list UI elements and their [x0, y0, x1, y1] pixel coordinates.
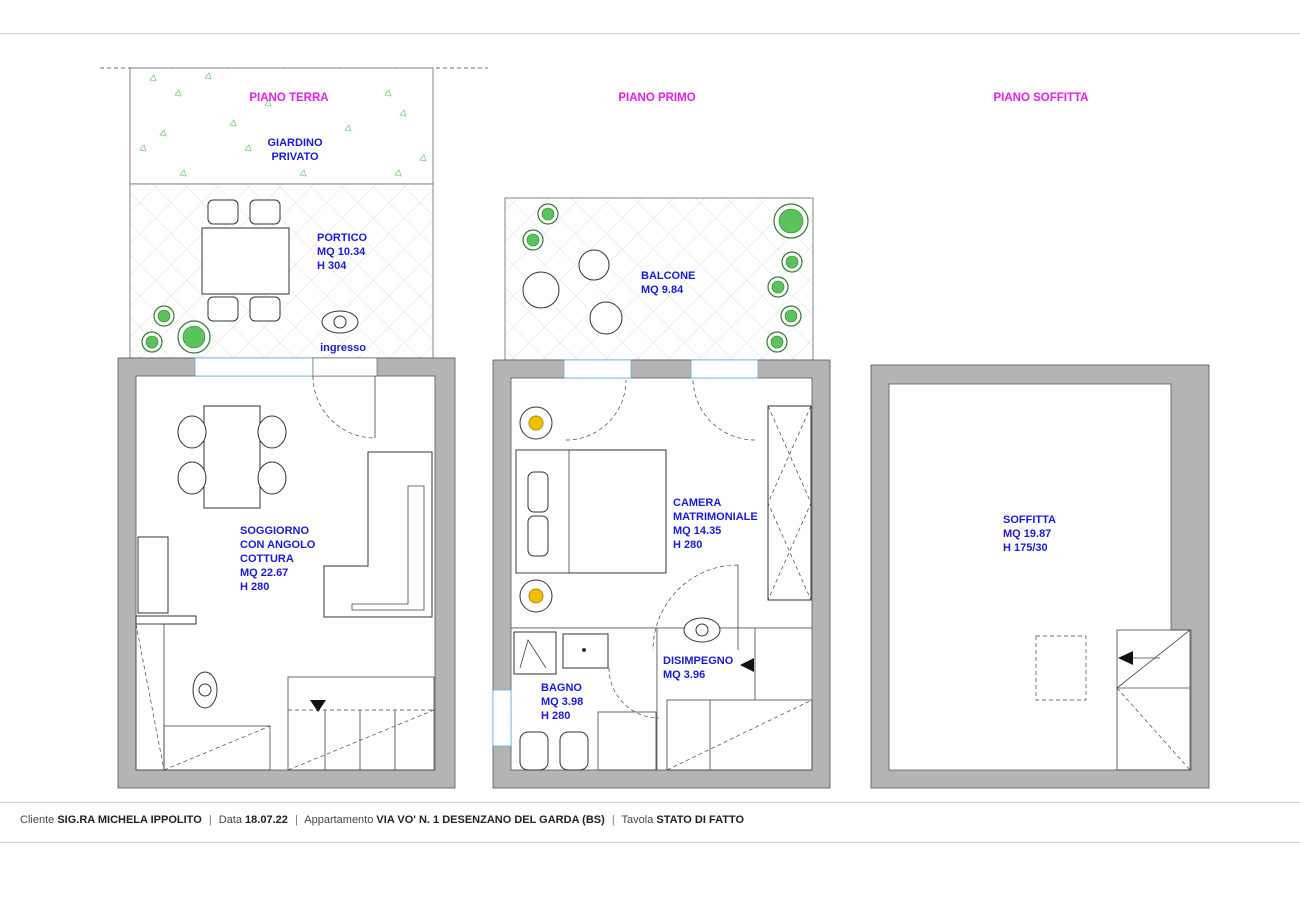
- person-figure: [321, 310, 359, 334]
- svg-text:PORTICO: PORTICO: [317, 232, 368, 244]
- svg-text:H 175/30: H 175/30: [1003, 542, 1048, 554]
- hallway-label: DISIMPEGNO MQ 3.96: [663, 655, 734, 681]
- separator: |: [294, 814, 298, 826]
- date-value: 18.07.22: [245, 814, 288, 826]
- footer-bottom-rule: [0, 842, 1300, 843]
- sheet-value: STATO DI FATTO: [656, 814, 744, 826]
- first-floor-title: PIANO PRIMO: [618, 92, 695, 104]
- attic-label: SOFFITTA MQ 19.87 H 175/30: [1003, 514, 1056, 554]
- portico-label: PORTICO MQ 10.34 H 304: [317, 232, 368, 272]
- svg-text:MQ 3.96: MQ 3.96: [663, 669, 705, 681]
- apartment-value: VIA VO' N. 1 DESENZANO DEL GARDA (BS): [376, 814, 605, 826]
- entrance-label: ingresso: [320, 342, 366, 354]
- balcony-label: BALCONE MQ 9.84: [641, 270, 695, 296]
- garden-area: [100, 67, 488, 185]
- apartment-label: Appartamento: [304, 814, 374, 826]
- separator: |: [208, 814, 212, 826]
- svg-text:CAMERA: CAMERA: [673, 497, 721, 509]
- date-label: Data: [218, 814, 242, 826]
- svg-text:COTTURA: COTTURA: [240, 553, 294, 565]
- svg-text:MQ 3.98: MQ 3.98: [541, 696, 583, 708]
- attic-floor-plan: [870, 364, 1210, 789]
- svg-text:DISIMPEGNO: DISIMPEGNO: [663, 655, 734, 667]
- balcony-area: [504, 197, 814, 361]
- sheet-label: Tavola: [621, 814, 654, 826]
- svg-text:MQ 14.35: MQ 14.35: [673, 525, 721, 537]
- garden-label: GIARDINO PRIVATO: [268, 137, 323, 163]
- svg-text:MATRIMONIALE: MATRIMONIALE: [673, 511, 758, 523]
- attic-floor-title: PIANO SOFFITTA: [994, 92, 1089, 104]
- svg-text:H 280: H 280: [673, 539, 702, 551]
- ground-floor-plan: [100, 67, 488, 789]
- portico-chairs: [207, 199, 281, 322]
- svg-text:MQ 22.67: MQ 22.67: [240, 567, 288, 579]
- svg-text:SOGGIORNO: SOGGIORNO: [240, 525, 310, 537]
- svg-text:H 304: H 304: [317, 260, 347, 272]
- first-floor-plan: [492, 197, 831, 789]
- floor-plan-drawing: PIANO TERRA PIANO PRIMO PIANO SOFFITTA G…: [100, 67, 1210, 789]
- title-block: Cliente SIG.RA MICHELA IPPOLITO | Data 1…: [20, 814, 744, 826]
- living-room-label: SOGGIORNO CON ANGOLO COTTURA MQ 22.67 H …: [240, 525, 316, 593]
- svg-text:GIARDINO: GIARDINO: [268, 137, 323, 149]
- svg-text:MQ 10.34: MQ 10.34: [317, 246, 366, 258]
- client-value: SIG.RA MICHELA IPPOLITO: [57, 814, 202, 826]
- portico-table: [201, 227, 290, 295]
- ground-floor-title: PIANO TERRA: [249, 92, 328, 104]
- footer-top-rule: [0, 802, 1300, 803]
- bathroom-label: BAGNO MQ 3.98 H 280: [541, 682, 583, 722]
- svg-text:BAGNO: BAGNO: [541, 682, 582, 694]
- client-label: Cliente: [20, 814, 55, 826]
- portico-plants: [141, 305, 211, 354]
- svg-text:PRIVATO: PRIVATO: [271, 151, 319, 163]
- svg-text:MQ 19.87: MQ 19.87: [1003, 528, 1051, 540]
- svg-text:CON ANGOLO: CON ANGOLO: [240, 539, 316, 551]
- top-rule: [0, 33, 1300, 34]
- portico-area: [129, 183, 434, 359]
- svg-text:H 280: H 280: [240, 581, 269, 593]
- svg-text:BALCONE: BALCONE: [641, 270, 695, 282]
- bedroom-label: CAMERA MATRIMONIALE MQ 14.35 H 280: [673, 497, 758, 551]
- svg-text:H 280: H 280: [541, 710, 570, 722]
- svg-text:MQ 9.84: MQ 9.84: [641, 284, 684, 296]
- svg-text:SOFFITTA: SOFFITTA: [1003, 514, 1056, 526]
- separator: |: [611, 814, 615, 826]
